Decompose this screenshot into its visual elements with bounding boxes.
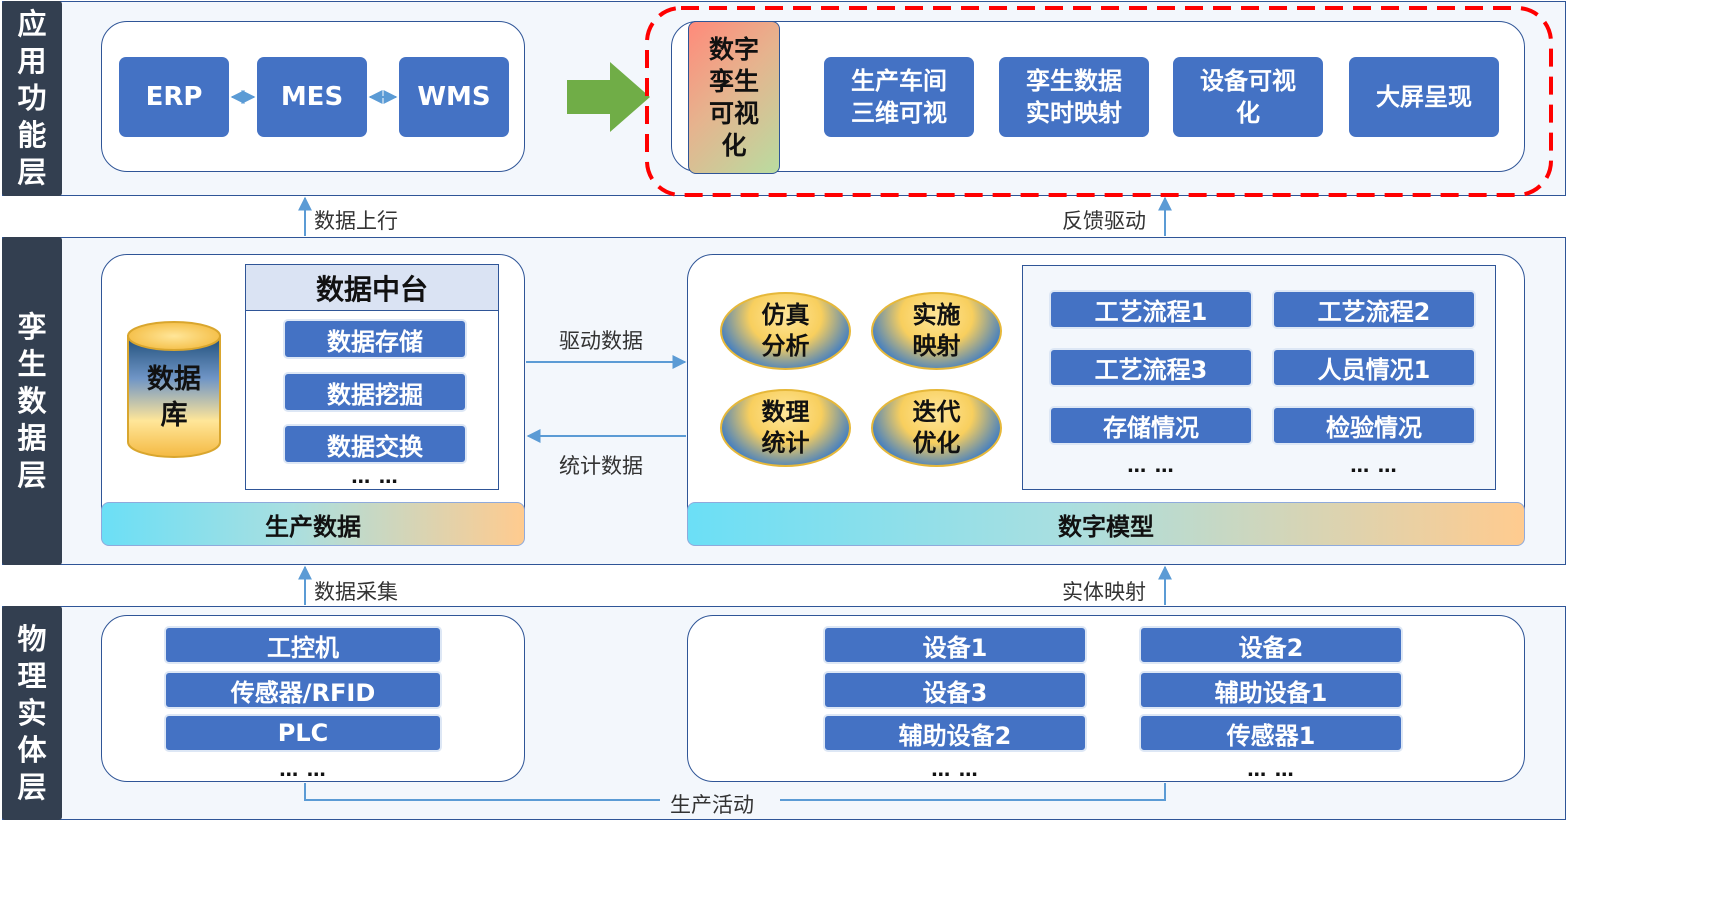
op-implementation-mapping: 实施映射	[871, 292, 1002, 370]
op-iterative-optimization: 迭代优化	[871, 389, 1002, 467]
database-cylinder: 数据库	[125, 320, 223, 460]
equipment-1-item: 设备1	[823, 626, 1087, 664]
model-items-more-right: … …	[1350, 455, 1398, 477]
mes-box: MES	[257, 57, 367, 137]
sensor-1-item: 传感器1	[1139, 714, 1403, 752]
app-layer-title: 应用功能层	[2, 1, 62, 196]
equipment-2-item: 设备2	[1139, 626, 1403, 664]
twin-layer-title: 孪生数据层	[2, 237, 62, 565]
model-item-process-2: 工艺流程2	[1272, 290, 1476, 329]
model-items-more-left: … …	[1127, 455, 1175, 477]
twin-visualization-box: 数字孪生可视化	[688, 21, 780, 174]
model-item-personnel-1: 人员情况1	[1272, 348, 1476, 387]
data-platform-more: … …	[351, 466, 399, 488]
data-platform-title: 数据中台	[246, 265, 498, 311]
plc-item: PLC	[164, 714, 442, 752]
erp-box: ERP	[119, 57, 229, 137]
entity-map-caption: 实体映射	[1062, 580, 1146, 604]
feedback-drive-caption: 反馈驱动	[1062, 209, 1146, 233]
control-devices-more: … …	[279, 759, 327, 781]
database-label: 数据库	[147, 364, 201, 431]
data-mining-item: 数据挖掘	[283, 372, 467, 412]
equipment-3-item: 设备3	[823, 671, 1087, 709]
model-item-storage-status: 存储情况	[1049, 406, 1253, 445]
aux-equipment-2-item: 辅助设备2	[823, 714, 1087, 752]
data-up-caption: 数据上行	[314, 209, 398, 233]
model-item-process-3: 工艺流程3	[1049, 348, 1253, 387]
equipment-more-right: … …	[1247, 759, 1295, 781]
model-item-process-1: 工艺流程1	[1049, 290, 1253, 329]
industrial-pc-item: 工控机	[164, 626, 442, 664]
physical-layer-title: 物理实体层	[2, 606, 62, 820]
feature-realtime-mapping: 孪生数据实时映射	[999, 57, 1149, 137]
equipment-more-left: … …	[931, 759, 979, 781]
aux-equipment-1-item: 辅助设备1	[1139, 671, 1403, 709]
model-item-inspection-status: 检验情况	[1272, 406, 1476, 445]
stat-data-caption: 统计数据	[559, 454, 643, 478]
twin-visualization-label: 数字孪生可视化	[708, 34, 759, 160]
data-storage-item: 数据存储	[283, 319, 467, 359]
feature-equipment-viz: 设备可视化	[1173, 57, 1323, 137]
feature-big-screen: 大屏呈现	[1349, 57, 1499, 137]
data-collect-caption: 数据采集	[314, 580, 398, 604]
production-data-bar: 生产数据	[101, 502, 525, 546]
op-math-statistics: 数理统计	[720, 389, 851, 467]
production-activity-caption: 生产活动	[666, 790, 758, 818]
feature-3d-workshop: 生产车间三维可视	[824, 57, 974, 137]
database-icon	[127, 321, 221, 458]
sensor-rfid-item: 传感器/RFID	[164, 671, 442, 709]
op-simulation-analysis: 仿真分析	[720, 292, 851, 370]
data-exchange-item: 数据交换	[283, 424, 467, 464]
wms-box: WMS	[399, 57, 509, 137]
digital-model-bar: 数字模型	[687, 502, 1525, 546]
drive-data-caption: 驱动数据	[559, 329, 643, 353]
